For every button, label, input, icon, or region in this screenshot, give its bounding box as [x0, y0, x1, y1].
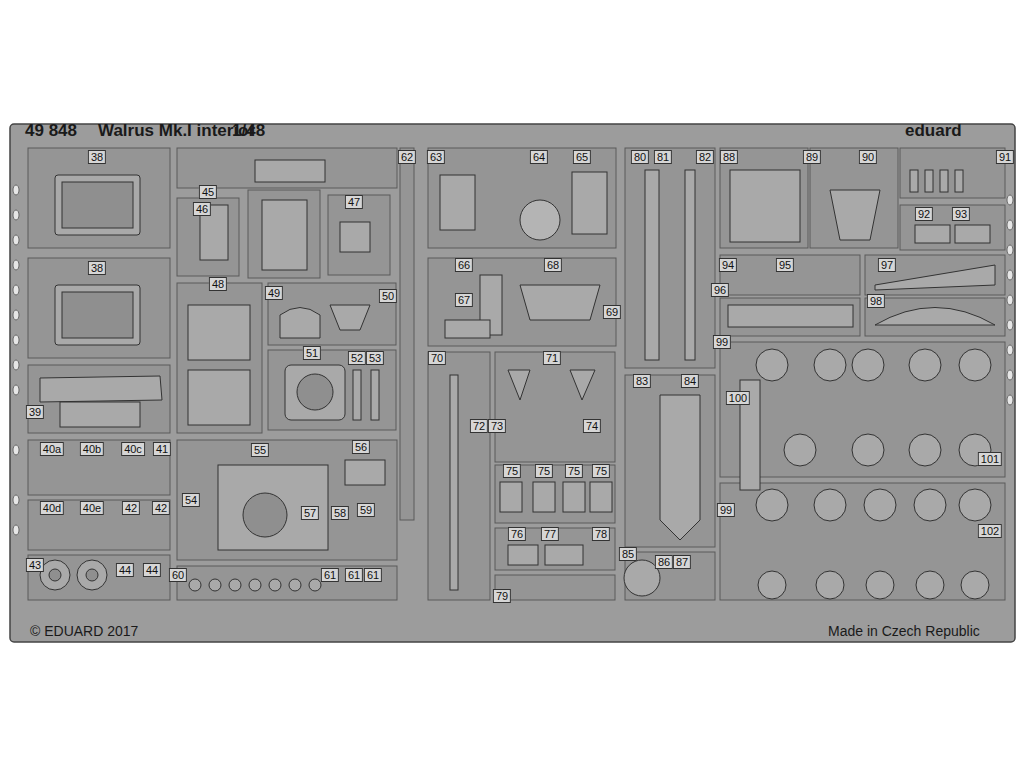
callout-number: 91: [996, 150, 1014, 164]
fret-heading: 1/48: [232, 121, 265, 141]
callout-number: 43: [26, 558, 44, 572]
callout-number: 58: [331, 506, 349, 520]
fret-heading: 49 848: [25, 121, 77, 141]
callout-number: 100: [726, 391, 750, 405]
callout-number: 75: [535, 464, 553, 478]
callout-number: 60: [169, 568, 187, 582]
callout-number: 99: [717, 503, 735, 517]
callout-number: 76: [508, 527, 526, 541]
callout-number: 47: [345, 195, 363, 209]
callout-number: 45: [199, 185, 217, 199]
callout-number: 66: [455, 258, 473, 272]
callout-number: 44: [116, 563, 134, 577]
callout-number: 82: [696, 150, 714, 164]
callout-number: 50: [379, 289, 397, 303]
fret-title: Walrus Mk.I interior: [98, 121, 255, 141]
callout-number: 69: [603, 305, 621, 319]
callout-number: 98: [867, 294, 885, 308]
callout-number: 83: [633, 374, 651, 388]
callout-number: 88: [720, 150, 738, 164]
callout-number: 81: [654, 150, 672, 164]
callout-number: 73: [488, 419, 506, 433]
callout-number: 40c: [121, 442, 145, 456]
callout-number: 96: [711, 283, 729, 297]
fret-footer: © EDUARD 2017: [30, 623, 138, 639]
callout-number: 75: [592, 464, 610, 478]
callout-number: 78: [592, 527, 610, 541]
callout-number: 39: [26, 405, 44, 419]
callout-number: 64: [530, 150, 548, 164]
callout-number: 77: [541, 527, 559, 541]
callout-number: 54: [182, 493, 200, 507]
callout-number: 42: [122, 501, 140, 515]
callout-number: 86: [655, 555, 673, 569]
callout-number: 92: [915, 207, 933, 221]
callout-number: 59: [357, 503, 375, 517]
callout-number: 95: [776, 258, 794, 272]
callout-number: 62: [398, 150, 416, 164]
callout-number: 40e: [80, 501, 104, 515]
callout-number: 61: [345, 568, 363, 582]
callout-number: 70: [428, 351, 446, 365]
callout-number: 56: [352, 440, 370, 454]
callout-number: 101: [978, 452, 1002, 466]
callout-number: 51: [303, 346, 321, 360]
callout-number: 40a: [40, 442, 64, 456]
callout-number: 38: [88, 150, 106, 164]
callout-number: 55: [251, 443, 269, 457]
callout-number: 41: [153, 442, 171, 456]
callout-number: 99: [713, 335, 731, 349]
callout-number: 52: [348, 351, 366, 365]
callout-number: 67: [455, 293, 473, 307]
callout-number: 63: [427, 150, 445, 164]
fret-heading: eduard: [905, 121, 962, 141]
callout-number: 68: [544, 258, 562, 272]
callout-number: 94: [719, 258, 737, 272]
callout-number: 49: [265, 286, 283, 300]
callout-number: 61: [321, 568, 339, 582]
callout-number: 97: [878, 258, 896, 272]
callout-number: 102: [978, 524, 1002, 538]
callout-number: 44: [143, 563, 161, 577]
callout-number: 40b: [80, 442, 104, 456]
callout-number: 71: [543, 351, 561, 365]
callout-number: 89: [803, 150, 821, 164]
callout-number: 53: [366, 351, 384, 365]
callout-number: 75: [503, 464, 521, 478]
callout-number: 87: [673, 555, 691, 569]
callout-number: 65: [573, 150, 591, 164]
callout-number: 40d: [40, 501, 64, 515]
callout-number: 75: [565, 464, 583, 478]
callout-number: 84: [681, 374, 699, 388]
callout-number: 57: [301, 506, 319, 520]
callout-number: 93: [952, 207, 970, 221]
callout-number: 85: [619, 547, 637, 561]
callout-number: 48: [209, 277, 227, 291]
callout-number: 80: [631, 150, 649, 164]
callout-number: 74: [583, 419, 601, 433]
callout-number: 90: [859, 150, 877, 164]
callout-number: 72: [470, 419, 488, 433]
callout-number: 42: [152, 501, 170, 515]
callout-number: 61: [364, 568, 382, 582]
callout-number: 38: [88, 261, 106, 275]
callout-number: 46: [193, 202, 211, 216]
fret-footer: Made in Czech Republic: [828, 623, 980, 639]
callout-number: 79: [493, 589, 511, 603]
